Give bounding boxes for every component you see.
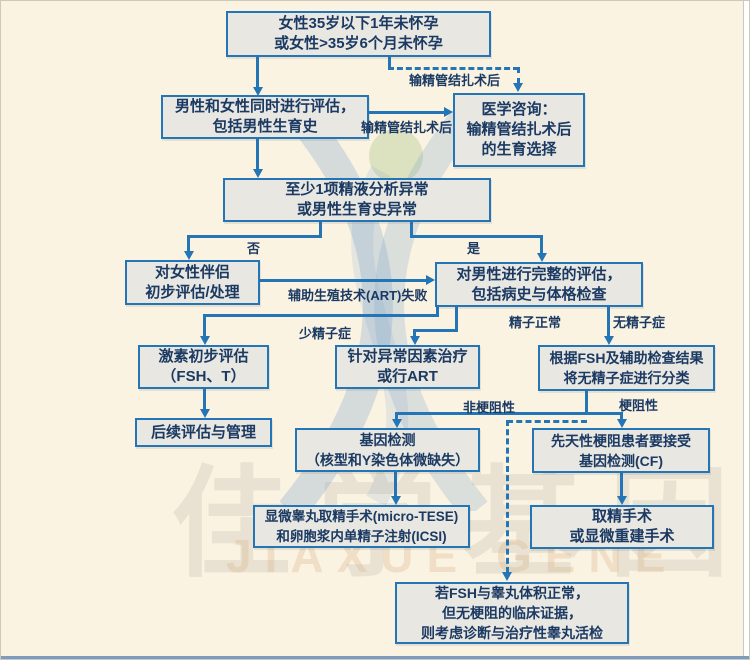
arrowhead <box>426 275 435 285</box>
frame-bottom-edge <box>1 656 749 659</box>
arrowhead <box>617 496 627 505</box>
connector-congenital-to-retrieval <box>620 473 623 498</box>
arrowhead <box>392 419 402 428</box>
connector-obstructive <box>620 412 623 421</box>
arrowhead <box>444 107 453 117</box>
connector-yes-branch <box>540 235 543 255</box>
node-testicular-biopsy: 若FSH与睾丸体积正常， 但无梗阻的临床证据， 则考虑诊断与治疗性睾丸活检 <box>395 582 629 644</box>
node-followup-management: 后续评估与管理 <box>135 418 272 447</box>
arrowhead <box>391 496 401 505</box>
connector-oligospermia <box>203 314 206 338</box>
node-treat-or-art: 针对异常因素治疗 或行ART <box>335 345 480 389</box>
node-couple-evaluation: 男性和女性同时进行评估， 包括男性生育史 <box>161 95 369 139</box>
label-oligospermia: 少精子症 <box>299 326 352 341</box>
label-no: 否 <box>247 241 261 256</box>
connector-yes-branch <box>410 235 543 238</box>
node-semen-abnormal: 至少1项精液分析异常 或男性生育史异常 <box>223 178 491 222</box>
connector-classify-split <box>395 412 623 415</box>
label-azoospermia: 无精子症 <box>613 315 666 330</box>
connector-top-to-couple <box>256 57 259 88</box>
connector-no-branch <box>319 222 322 238</box>
connector-non-obstructive <box>395 412 398 421</box>
connector-oligospermia <box>203 314 439 317</box>
label-post-vasectomy: 输精管结扎术后 <box>361 120 453 135</box>
arrowhead <box>410 336 420 345</box>
connector-no-branch <box>187 235 190 253</box>
connector-genetic-to-tese <box>394 472 397 498</box>
frame-right-edge <box>743 1 749 659</box>
node-infertility-criteria: 女性35岁以下1年未怀孕 或女性>35岁6个月未怀孕 <box>226 11 491 57</box>
label-obstructive: 梗阻性 <box>619 398 659 413</box>
connector-dashed-biopsy <box>507 420 587 423</box>
connector-yes-branch <box>410 222 413 238</box>
connector-azoospermia <box>607 307 610 338</box>
node-genetic-testing: 基因检测 （核型和Y染色体微缺失） <box>295 428 480 472</box>
node-congenital-cf: 先天性梗阻患者要接受 基因检测(CF) <box>532 428 710 473</box>
arrowhead <box>502 572 512 581</box>
arrowhead <box>184 251 194 260</box>
label-art-failure: 辅助生殖技术(ART)失败 <box>288 288 428 303</box>
connector-normal-sperm <box>413 329 416 338</box>
label-non-obstructive: 非梗阻性 <box>463 400 516 415</box>
arrowhead <box>200 336 210 345</box>
node-azoospermia-classify: 根据FSH及辅助检查结果 将无精子症进行分类 <box>538 345 715 391</box>
connector-dashed-vasectomy <box>388 67 519 70</box>
connector-dashed-biopsy <box>506 420 509 573</box>
arrowhead <box>253 169 263 178</box>
arrowhead <box>617 419 627 428</box>
node-sperm-retrieval: 取精手术 或显微重建手术 <box>530 505 714 549</box>
connector-dashed-vasectomy <box>388 57 391 69</box>
connector-hormone-to-followup <box>203 389 206 411</box>
label-yes: 是 <box>467 241 481 256</box>
node-hormone-eval: 激素初步评估 （FSH、T） <box>138 345 269 389</box>
arrowhead <box>537 253 547 262</box>
connector-dashed-vasectomy <box>517 67 520 84</box>
connector-normal-sperm <box>455 307 458 332</box>
arrowhead <box>604 336 614 345</box>
label-post-vasectomy-dashed: 输精管结扎术后 <box>409 73 501 88</box>
node-female-partner: 对女性伴侣 初步评估/处理 <box>125 260 260 305</box>
connector-oligospermia <box>436 307 439 317</box>
arrowhead <box>200 409 210 418</box>
node-male-full-eval: 对男性进行完整的评估， 包括病史与体格检查 <box>435 262 643 307</box>
label-normal-sperm: 精子正常 <box>509 315 562 330</box>
node-medical-consult: 医学咨询： 输精管结扎术后 的生育选择 <box>453 93 585 167</box>
connector-couple-to-consult <box>369 111 445 114</box>
connector-classify-split <box>585 391 588 415</box>
node-micro-tese-icsi: 显微睾丸取精手术(micro-TESE) 和卵胞浆内单精子注射(ICSI) <box>253 505 470 548</box>
connector-normal-sperm <box>413 329 458 332</box>
connector-art-failure <box>260 279 427 282</box>
arrowhead <box>513 83 523 92</box>
connector-no-branch <box>187 235 322 238</box>
connector-couple-to-semen <box>256 139 259 170</box>
logo-leaf-circle-watermark <box>369 129 423 183</box>
arrowhead <box>253 87 263 96</box>
